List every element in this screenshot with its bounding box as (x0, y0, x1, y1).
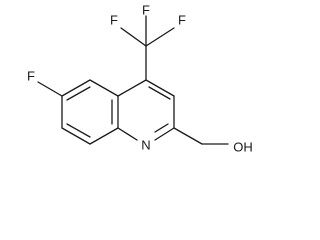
bond-c5-c6-inner (66, 86, 91, 101)
bond-c2-ch2 (173, 127, 203, 145)
atom-label-f-cf3-left: F (110, 13, 118, 28)
atom-label-n: N (141, 138, 150, 153)
atom-label-f-ring: F (27, 69, 35, 84)
bond-cf3-f-right (145, 27, 175, 47)
bond-n-c8a (117, 127, 138, 141)
bond-c2-n (154, 127, 175, 141)
bond-cf3-f-left (120, 27, 147, 47)
atom-labels: F F F F N OH (27, 3, 253, 155)
atom-label-f-cf3-top: F (142, 3, 150, 18)
atom-label-oh: OH (233, 140, 253, 155)
bond-lines (37, 15, 229, 145)
bond-c7-c8 (61, 127, 91, 145)
bond-c4-c4a (117, 79, 147, 97)
bond-c7-c8-inner (66, 123, 91, 138)
bond-c2-n-inner (154, 123, 169, 133)
bond-c4-c3-inner (148, 86, 171, 100)
atom-label-f-cf3-right: F (178, 13, 186, 28)
bond-c4a-c5 (89, 79, 119, 97)
bond-c8-c8a (89, 127, 119, 145)
bond-c5-c6 (61, 79, 91, 97)
structure-canvas: F F F F N OH (27, 2, 253, 155)
bond-c4-c3 (145, 79, 175, 97)
molecule-diagram: F F F F N OH (27, 3, 253, 155)
bond-c6-f (37, 81, 63, 97)
